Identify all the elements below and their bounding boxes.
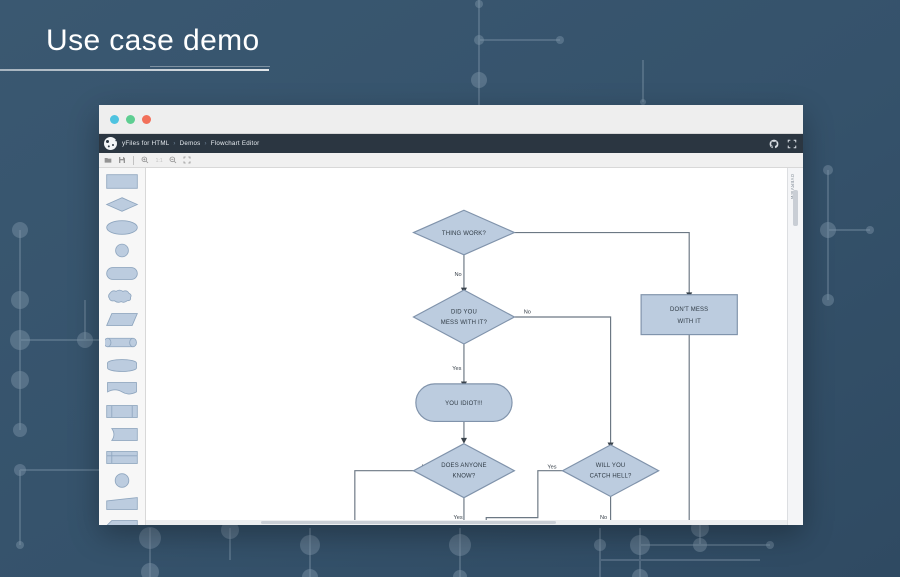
palette-shape-manual-input[interactable] bbox=[105, 495, 139, 512]
shape-palette[interactable] bbox=[99, 168, 146, 525]
overview-tab-label[interactable]: OVERVIEW bbox=[790, 174, 795, 200]
github-icon[interactable] bbox=[769, 139, 779, 149]
zoom-out-icon[interactable] bbox=[169, 156, 177, 164]
zoom-original-icon[interactable]: 1:1 bbox=[155, 156, 163, 164]
palette-shape-document[interactable] bbox=[105, 380, 139, 397]
edge-label-no-2: No bbox=[524, 309, 531, 315]
palette-shape-data[interactable] bbox=[105, 311, 139, 328]
node-does-anyone-know[interactable] bbox=[412, 443, 516, 499]
node-label-will-you-catch-hell-2: CATCH HELL? bbox=[590, 474, 632, 480]
node-thing-work[interactable] bbox=[412, 209, 516, 256]
svg-text:1:1: 1:1 bbox=[156, 158, 163, 164]
palette-shape-decision[interactable] bbox=[105, 196, 139, 213]
palette-shape-database[interactable] bbox=[105, 334, 139, 351]
edge-label-yes-2: Yes bbox=[453, 515, 462, 521]
title-underline bbox=[0, 69, 269, 71]
palette-shape-internal-storage[interactable] bbox=[105, 449, 139, 466]
yfiles-logo-icon bbox=[104, 137, 117, 150]
breadcrumb-item-current: Flowchart Editor bbox=[210, 140, 260, 147]
close-dot[interactable] bbox=[110, 114, 119, 124]
flowchart-graph[interactable]: No Yes No No Yes No Yes No bbox=[146, 168, 803, 525]
breadcrumb-item-product[interactable]: yFiles for HTML bbox=[122, 140, 170, 147]
palette-shape-on-page-reference[interactable] bbox=[105, 472, 139, 489]
node-label-thing-work: THING WORK? bbox=[442, 231, 487, 237]
fit-content-icon[interactable] bbox=[183, 156, 191, 164]
node-label-dont-mess-with-it-2: WITH IT bbox=[677, 319, 701, 325]
app-breadcrumb-bar: yFiles for HTML › Demos › Flowchart Edit… bbox=[99, 134, 803, 153]
breadcrumb-item-demos[interactable]: Demos bbox=[179, 140, 201, 147]
node-dont-mess-with-it[interactable] bbox=[640, 294, 738, 336]
overview-panel[interactable]: OVERVIEW bbox=[787, 168, 803, 525]
node-label-will-you-catch-hell: WILL YOU bbox=[596, 463, 626, 469]
edge-label-no-4: No bbox=[600, 515, 607, 521]
browser-window: yFiles for HTML › Demos › Flowchart Edit… bbox=[99, 105, 803, 525]
graph-canvas[interactable]: No Yes No No Yes No Yes No bbox=[146, 168, 803, 525]
palette-shape-connector[interactable] bbox=[105, 242, 139, 259]
node-will-you-catch-hell[interactable] bbox=[561, 444, 660, 498]
node-label-you-idiot: YOU IDIOT!!! bbox=[445, 401, 483, 407]
overview-scrollbar-thumb[interactable] bbox=[793, 190, 798, 226]
node-label-does-anyone-know: DOES ANYONE bbox=[441, 463, 486, 469]
zoom-in-icon[interactable] bbox=[141, 156, 149, 164]
horizontal-scrollbar[interactable] bbox=[146, 520, 787, 525]
open-icon[interactable] bbox=[104, 156, 112, 164]
edge-label-yes-3: Yes bbox=[547, 464, 556, 470]
edge-label-yes-1: Yes bbox=[452, 366, 461, 372]
palette-shape-direct-data[interactable] bbox=[105, 357, 139, 374]
node-label-did-you-mess-with-it-2: MESS WITH IT? bbox=[441, 320, 488, 326]
palette-shape-start-end[interactable] bbox=[105, 219, 139, 236]
editor-toolbar: 1:1 bbox=[99, 153, 803, 168]
window-titlebar bbox=[99, 105, 803, 134]
editor-body: No Yes No No Yes No Yes No bbox=[99, 168, 803, 525]
palette-shape-process[interactable] bbox=[105, 173, 139, 190]
palette-shape-predefined-process[interactable] bbox=[105, 403, 139, 420]
toolbar-separator bbox=[133, 155, 134, 165]
minimize-dot[interactable] bbox=[126, 114, 135, 124]
node-label-dont-mess-with-it: DON'T MESS bbox=[670, 307, 708, 313]
chevron-right-icon-2: › bbox=[204, 140, 207, 147]
maximize-dot[interactable] bbox=[142, 114, 151, 124]
node-you-idiot[interactable] bbox=[415, 383, 513, 423]
fullscreen-icon[interactable] bbox=[787, 139, 797, 149]
palette-shape-terminator[interactable] bbox=[105, 265, 139, 282]
save-icon[interactable] bbox=[118, 156, 126, 164]
palette-shape-card[interactable] bbox=[105, 518, 139, 525]
edge-label-no-1: No bbox=[454, 272, 461, 278]
node-label-did-you-mess-with-it: DID YOU bbox=[451, 309, 477, 315]
palette-shape-cloud[interactable] bbox=[105, 288, 139, 305]
palette-shape-stored-data[interactable] bbox=[105, 426, 139, 443]
title-underline-highlight bbox=[150, 66, 270, 67]
node-label-does-anyone-know-2: KNOW? bbox=[453, 474, 476, 480]
chevron-right-icon-1: › bbox=[173, 140, 176, 147]
page-title: Use case demo bbox=[46, 24, 260, 57]
node-did-you-mess-with-it[interactable] bbox=[412, 289, 516, 345]
horizontal-scrollbar-thumb[interactable] bbox=[261, 521, 557, 524]
